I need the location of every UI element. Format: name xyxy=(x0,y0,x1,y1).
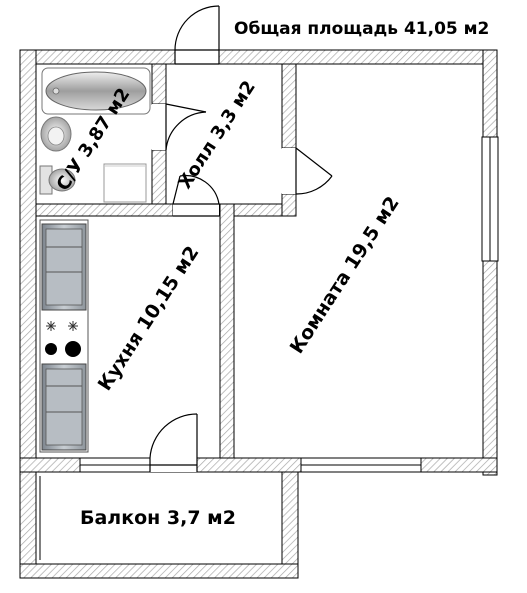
stove-icon xyxy=(45,321,81,357)
room-label: Комната 19,5 м2 xyxy=(286,192,404,357)
hall-label: Холл 3,3 м2 xyxy=(175,77,260,193)
sink-icon xyxy=(40,116,72,152)
kitchen-label: Кухня 10,15 м2 xyxy=(94,242,204,395)
window-icon xyxy=(481,136,499,262)
bathroom-door-icon xyxy=(152,103,207,151)
washing-machine-icon xyxy=(103,163,147,203)
balcony-label: Балкон 3,7 м2 xyxy=(80,507,236,529)
cabinet-icon xyxy=(41,223,87,311)
balcony-door-icon xyxy=(149,413,198,472)
entrance-door-icon xyxy=(174,5,220,68)
kitchen-hall-door-icon xyxy=(172,174,220,217)
room-door-icon xyxy=(282,147,333,195)
toilet-icon xyxy=(39,165,76,195)
cabinet-icon xyxy=(41,363,87,451)
stove-burner-icon xyxy=(46,321,78,331)
bathtub-icon xyxy=(41,67,151,115)
balcony-openings xyxy=(79,457,422,473)
total-area-label: Общая площадь 41,05 м2 xyxy=(234,19,489,39)
